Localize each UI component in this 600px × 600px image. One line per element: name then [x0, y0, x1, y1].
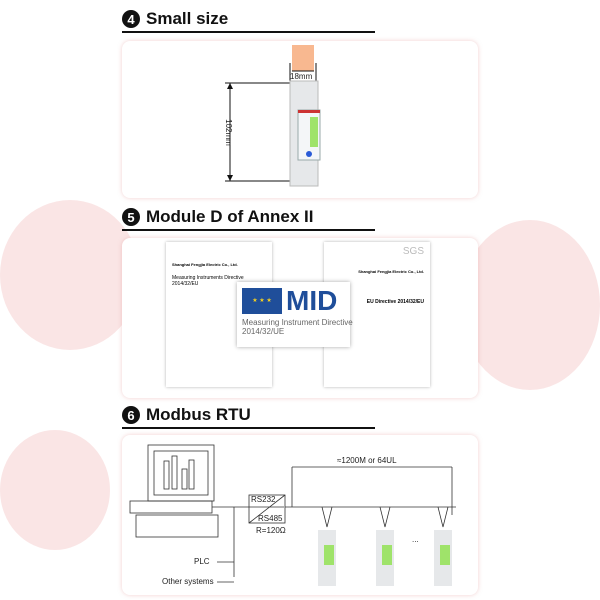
- mid-subtitle: Measuring Instrument Directive: [242, 318, 353, 327]
- section-header-small-size: 4 Small size: [122, 7, 375, 33]
- ellipsis-label: ...: [412, 535, 419, 544]
- section-header-modbus: 6 Modbus RTU: [122, 403, 375, 429]
- decor-circle: [0, 430, 110, 550]
- resistor-label: R=120Ω: [256, 526, 286, 535]
- mid-badge: ★ ★ ★ MID Measuring Instrument Directive…: [237, 282, 353, 347]
- decor-circle: [460, 220, 600, 390]
- distance-label: ≈1200M or 64UL: [337, 456, 397, 465]
- sgs-logo: SGS: [402, 246, 424, 257]
- width-label: 18mm: [290, 72, 313, 81]
- plc-label: PLC: [194, 557, 210, 566]
- rs485-label: RS485: [258, 514, 283, 523]
- modbus-wiring-diagram: [129, 444, 456, 586]
- cert-directive: Measuring Instruments Directive 2014/32/…: [172, 275, 244, 287]
- height-label: 102mm: [223, 119, 233, 146]
- section-number: 5: [122, 208, 140, 226]
- modbus-panel: ≈1200M or 64UL RS232 RS485 R=120Ω PLC Ot…: [122, 435, 478, 595]
- eu-flag-icon: ★ ★ ★: [242, 288, 282, 314]
- section-header-module-d: 5 Module D of Annex II: [122, 205, 375, 231]
- cert-directive: EU Directive 2014/32/EU: [366, 299, 424, 305]
- section-number: 4: [122, 10, 140, 28]
- small-size-panel: 18mm 102mm: [122, 41, 478, 198]
- section-title: Module D of Annex II: [146, 207, 314, 226]
- decor-circle: [0, 200, 140, 350]
- section-number: 6: [122, 406, 140, 424]
- mid-title: MID: [286, 285, 338, 316]
- section-title: Small size: [146, 9, 229, 28]
- cert-company: Shanghai Fengjia Electric Co., Ltd.: [358, 269, 424, 274]
- section-title: Modbus RTU: [146, 405, 251, 424]
- mid-code: 2014/32/UE: [242, 327, 285, 336]
- meter-dimension-drawing: [225, 45, 321, 187]
- cert-company: Shanghai Fengjia Electric Co., Ltd.: [172, 262, 238, 267]
- rs232-label: RS232: [251, 495, 276, 504]
- other-systems-label: Other systems: [162, 577, 214, 586]
